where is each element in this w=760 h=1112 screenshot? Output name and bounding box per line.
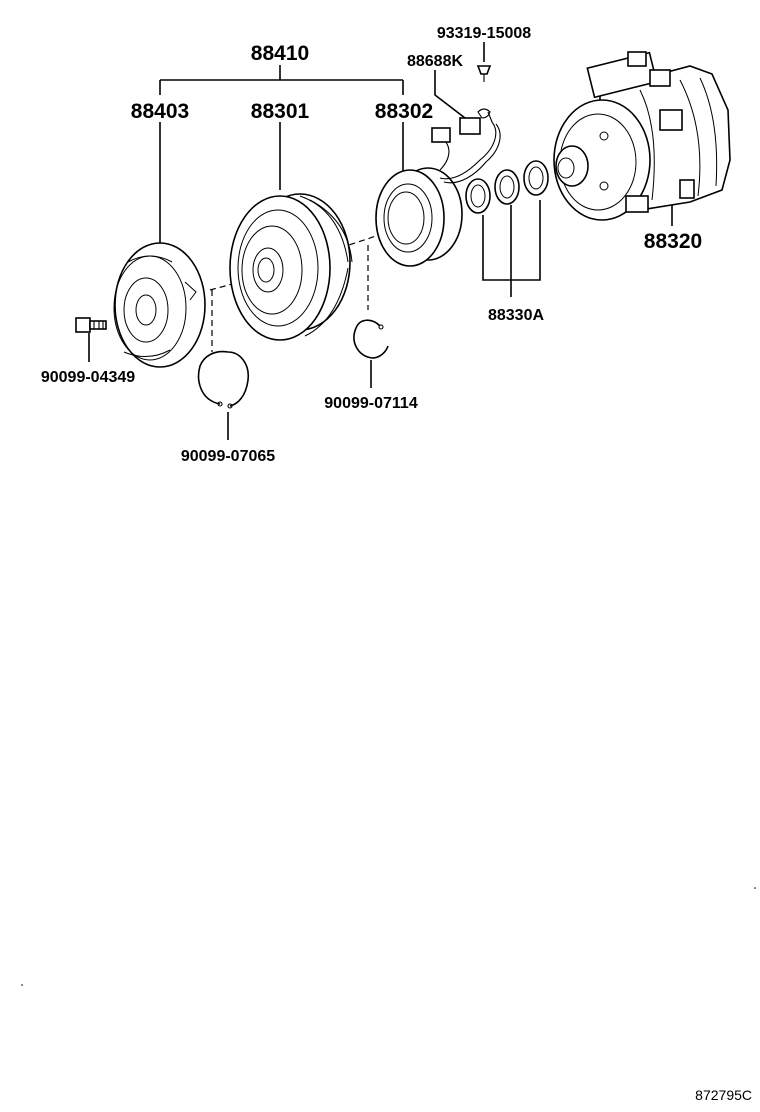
pressure-plate-part[interactable] (113, 242, 206, 368)
speck (21, 984, 23, 986)
pulley-part[interactable] (229, 193, 353, 341)
clutch-assembly-bracket (159, 65, 404, 95)
label-pressure-plate: 88403 (131, 100, 189, 123)
label-compressor: 88320 (644, 230, 702, 253)
label-lead-wire: 88688K (407, 53, 463, 70)
label-bolt: 90099-04349 (41, 369, 135, 386)
diagram-ref-code: 872795C (695, 1087, 752, 1103)
leader-lines (88, 42, 673, 440)
screw-part[interactable] (476, 65, 492, 82)
bolt-part[interactable] (75, 317, 107, 333)
stator-part[interactable] (375, 167, 463, 267)
label-screw: 93319-15008 (437, 25, 531, 42)
label-stator: 88302 (375, 100, 433, 123)
lead-wire-part[interactable] (431, 108, 501, 184)
snap-ring-stator-part[interactable] (353, 319, 389, 359)
label-clutch-assy: 88410 (251, 42, 309, 65)
shim-set-part[interactable] (465, 160, 549, 214)
snap-ring-pulley-part[interactable] (197, 350, 250, 409)
speck (754, 887, 756, 889)
label-snap-ring-pulley: 90099-07065 (181, 448, 275, 465)
compressor-part[interactable] (553, 51, 731, 221)
label-shim-set: 88330A (488, 307, 544, 324)
label-snap-ring-stator: 90099-07114 (324, 395, 418, 412)
label-pulley: 88301 (251, 100, 310, 123)
